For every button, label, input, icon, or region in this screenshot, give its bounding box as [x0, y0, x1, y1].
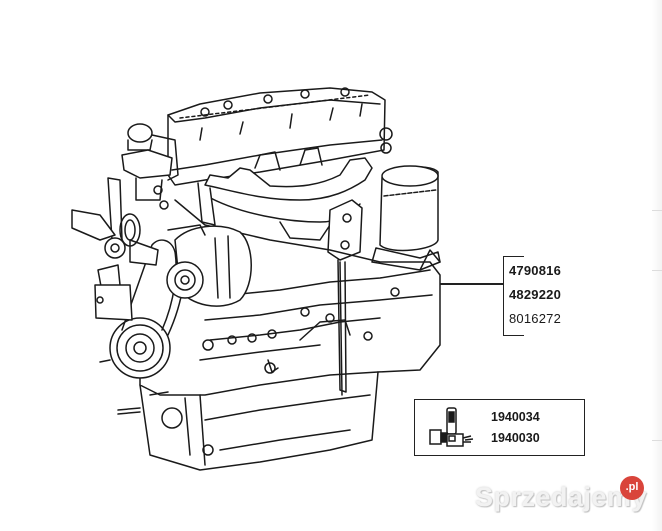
page-edge: [652, 0, 662, 531]
crankshaft-pulley: [99, 317, 171, 379]
watermark-badge: .pl: [620, 476, 644, 500]
connector-plug-icon: [429, 407, 474, 447]
callout-leader-line: [440, 283, 504, 285]
edge-mark: [652, 270, 662, 271]
oil-pan: [117, 371, 379, 471]
water-pump-pulley: [119, 213, 141, 247]
part-number: 4790816: [509, 263, 562, 278]
part-number: 4829220: [509, 287, 562, 302]
cooling-fan: [71, 177, 159, 321]
callout-bracket: [503, 256, 524, 336]
dipstick-tube: [339, 261, 343, 396]
watermark-text: Sprzedajemy: [475, 482, 648, 512]
filter-bracket: [327, 199, 363, 393]
edge-mark: [652, 210, 662, 211]
alternator: [166, 224, 252, 307]
edge-mark: [652, 440, 662, 441]
kit-part-number: 1940030: [491, 431, 540, 445]
oil-filter: [371, 165, 441, 271]
valve-cover: [167, 87, 393, 186]
part-number: 8016272: [509, 311, 562, 326]
thermostat-housing: [121, 123, 179, 210]
kit-box: 1940034 1940030: [414, 399, 585, 456]
kit-part-number: 1940034: [491, 410, 540, 424]
